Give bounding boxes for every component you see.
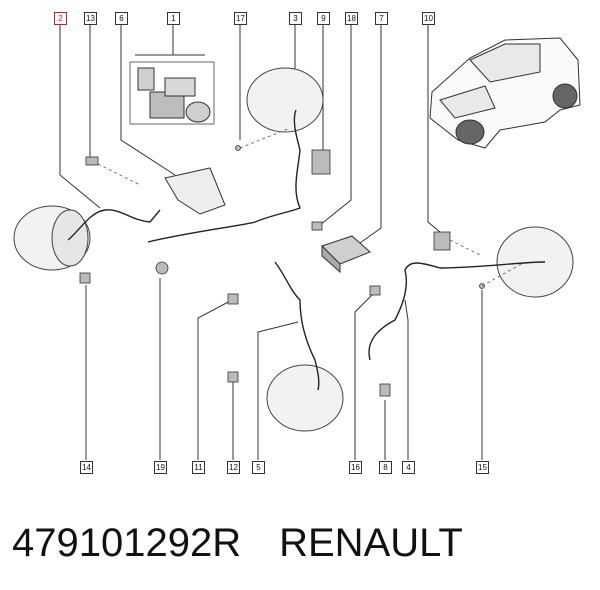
callout-3: 3 [289, 12, 302, 25]
clip-12 [227, 371, 239, 383]
callout-5: 5 [252, 461, 265, 474]
callout-11: 11 [192, 461, 205, 474]
callout-14: 14 [80, 461, 93, 474]
callout-1: 1 [167, 12, 180, 25]
clip-14 [79, 272, 91, 284]
callout-17: 17 [234, 12, 247, 25]
clip-11 [227, 293, 239, 305]
abs-unit [129, 61, 215, 125]
callout-16: 16 [349, 461, 362, 474]
leader-1 [135, 24, 205, 56]
front-right-wheel [246, 67, 324, 133]
parts-diagram [13, 24, 581, 460]
leader-4 [404, 299, 409, 460]
leader-7 [359, 24, 382, 244]
clip-16 [369, 285, 381, 296]
bracket-9 [311, 149, 331, 175]
callout-6: 6 [115, 12, 128, 25]
sensor-module [321, 235, 371, 274]
car-illustration [429, 37, 581, 149]
callout-9: 9 [317, 12, 330, 25]
leader-11 [197, 299, 233, 460]
leader-10 [427, 24, 441, 233]
part-number: 479101292R [12, 521, 242, 565]
part-caption: 479101292R RENAULT [12, 518, 463, 568]
callout-4: 4 [402, 461, 415, 474]
leader-5 [257, 321, 299, 460]
leader-18 [319, 24, 352, 226]
callout-8: 8 [379, 461, 392, 474]
callout-7: 7 [375, 12, 388, 25]
callout-19: 19 [154, 461, 167, 474]
brand-name: RENAULT [279, 521, 463, 565]
leader-6 [120, 24, 176, 176]
clip-13 [85, 156, 99, 166]
rear-left-wheel [266, 364, 344, 432]
main-harness [147, 109, 301, 243]
callout-15: 15 [476, 461, 489, 474]
bolt-17 [235, 145, 241, 151]
grommet-19 [155, 261, 169, 275]
callout-12: 12 [227, 461, 240, 474]
clip-18 [311, 221, 323, 231]
clip-8 [379, 383, 391, 397]
callout-2: 2 [54, 12, 67, 25]
abs-bracket [164, 167, 226, 215]
callout-18: 18 [345, 12, 358, 25]
front-left-sensor-cable [67, 209, 161, 241]
leader-16 [354, 291, 376, 460]
callout-13: 13 [84, 12, 97, 25]
bracket-10 [433, 231, 451, 251]
rear-left-harness [274, 261, 320, 391]
callout-10: 10 [422, 12, 435, 25]
rear-right-harness [368, 261, 546, 361]
